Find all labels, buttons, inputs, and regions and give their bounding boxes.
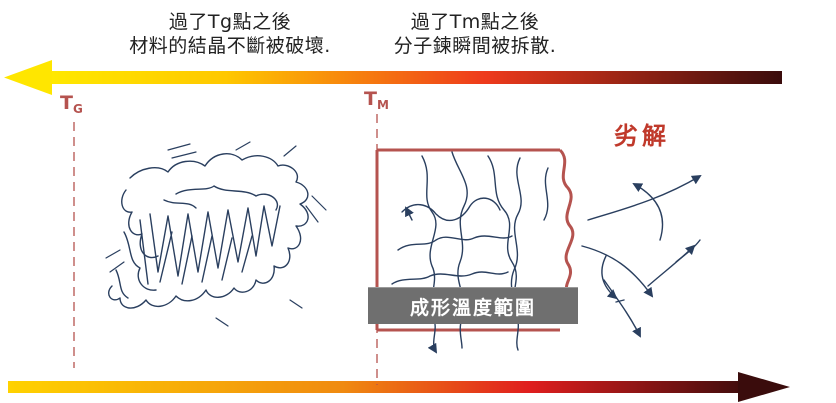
molding-range-label: 成形溫度範圍 (368, 287, 578, 324)
top-temperature-arrow (4, 60, 782, 95)
tg-caption-line1: 過了Tg點之後 (168, 11, 292, 33)
tm-caption-line1: 過了Tm點之後 (410, 11, 540, 33)
tm-marker-label: TM (364, 88, 389, 112)
tm-marker-sub: M (376, 98, 389, 112)
tm-marker-letter: T (364, 88, 377, 110)
crystalline-chain-structure (108, 153, 309, 309)
tm-caption-line2: 分子鍊瞬間被拆散. (393, 35, 557, 57)
tg-marker-label: TG (60, 92, 83, 116)
fragment-strokes (105, 141, 327, 327)
tg-caption-line2: 材料的結晶不斷被破壞. (129, 35, 331, 57)
tg-marker-letter: T (60, 92, 73, 114)
tg-caption: 過了Tg點之後 材料的結晶不斷被破壞. (90, 10, 370, 58)
tm-caption: 過了Tm點之後 分子鍊瞬間被拆散. (360, 10, 590, 58)
tg-marker-sub: G (72, 102, 83, 116)
bottom-temperature-arrow (8, 372, 790, 402)
degradation-label: 劣解 (614, 121, 670, 150)
degradation-arrows (581, 174, 702, 338)
